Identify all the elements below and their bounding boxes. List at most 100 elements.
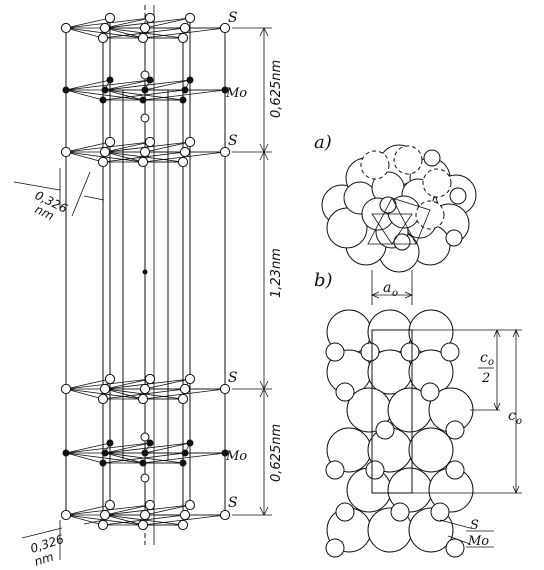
bond [65, 504, 151, 516]
bond [104, 378, 151, 390]
bond [65, 504, 111, 516]
mo-atom [62, 449, 70, 457]
bond [104, 79, 151, 91]
s-atom [177, 156, 189, 168]
s-atom [140, 432, 150, 442]
dimension-lower-label: 0,625nm [269, 424, 284, 482]
bond [65, 452, 104, 464]
small-atom-circle [393, 233, 411, 251]
s-atom [184, 373, 196, 385]
dashed-atom-circle [422, 168, 452, 198]
small-atom-circle [445, 229, 463, 247]
s-atom [177, 519, 189, 531]
bond [142, 452, 226, 464]
dashed-atom-circle [393, 145, 423, 175]
s-atom [137, 393, 149, 405]
bond [144, 141, 191, 153]
s-atom [144, 499, 156, 511]
bond [65, 79, 151, 91]
mo-atom [141, 86, 149, 94]
s-atom [140, 70, 150, 80]
bond [104, 17, 151, 29]
molybdenum-sphere [335, 502, 355, 522]
c0-subscript: o [516, 416, 522, 427]
c0-half-numerator: c [480, 350, 488, 366]
bond [144, 17, 191, 29]
s-atom [219, 146, 231, 158]
s-atom [137, 156, 149, 168]
s-atom [104, 136, 116, 148]
bond [144, 442, 191, 454]
molybdenum-sphere [430, 502, 450, 522]
panel-b-side-view [325, 309, 474, 558]
bond [144, 79, 191, 91]
s-atom [219, 509, 231, 521]
bond [65, 442, 111, 454]
label-s-bottom: S [228, 495, 238, 511]
bond [144, 378, 191, 390]
mo-layer [62, 439, 229, 467]
s-layer [60, 12, 231, 44]
molybdenum-sphere [420, 382, 440, 402]
dimension-upper-label: 0,625nm [269, 60, 284, 118]
mo-atom [62, 86, 70, 94]
mo-atom [99, 459, 107, 467]
bond [65, 141, 151, 153]
sulfur-sphere [408, 427, 454, 473]
s-atom [60, 146, 72, 158]
s-atom [139, 22, 151, 34]
label-mo-bottom: Mo [225, 449, 247, 464]
mo-atom [101, 449, 109, 457]
bond [104, 514, 144, 526]
mo-atom [179, 459, 187, 467]
s-atom [97, 32, 109, 44]
c0-half-denominator: 2 [481, 371, 490, 386]
s-atom [99, 22, 111, 34]
bond [65, 151, 104, 163]
bond [65, 79, 111, 91]
s-atom [179, 22, 191, 34]
mo-atom [179, 96, 187, 104]
unit-triangle [367, 197, 431, 245]
mo-atom [106, 76, 114, 84]
bond [104, 151, 144, 163]
molybdenum-sphere [325, 342, 345, 362]
bond [65, 141, 111, 153]
mo-atom [101, 86, 109, 94]
c0-label: c [508, 408, 516, 424]
s-atom [97, 156, 109, 168]
mo-atom [139, 96, 147, 104]
bond [104, 452, 144, 464]
lattice-lower-unit: nm [33, 550, 56, 569]
bond [104, 442, 151, 454]
mo-atom [106, 439, 114, 447]
s-atom [219, 383, 231, 395]
small-atom-circle [423, 149, 441, 167]
c0-dimensions [412, 328, 522, 495]
dimension-lines [13, 27, 272, 560]
bond [104, 388, 144, 400]
bond [65, 27, 104, 39]
s-atom [104, 373, 116, 385]
molybdenum-sphere [445, 420, 465, 440]
molybdenum-sphere [400, 342, 420, 362]
panel-b-label: b) [314, 270, 333, 291]
dashed-atom-circle [415, 200, 445, 230]
bond [65, 442, 151, 454]
label-s-mid-bottom: S [228, 370, 238, 386]
label-s-top: S [228, 10, 238, 26]
s-atom [184, 499, 196, 511]
mo-atom [181, 449, 189, 457]
s-atom [60, 509, 72, 521]
s-atom [139, 509, 151, 521]
s-layer [60, 499, 231, 531]
s-atom [219, 22, 231, 34]
mo-atom [99, 96, 107, 104]
mo-atom [146, 76, 154, 84]
s-atom [97, 519, 109, 531]
bond [65, 378, 151, 390]
s-atom [184, 136, 196, 148]
s-atom [139, 146, 151, 158]
mo-atom [181, 86, 189, 94]
